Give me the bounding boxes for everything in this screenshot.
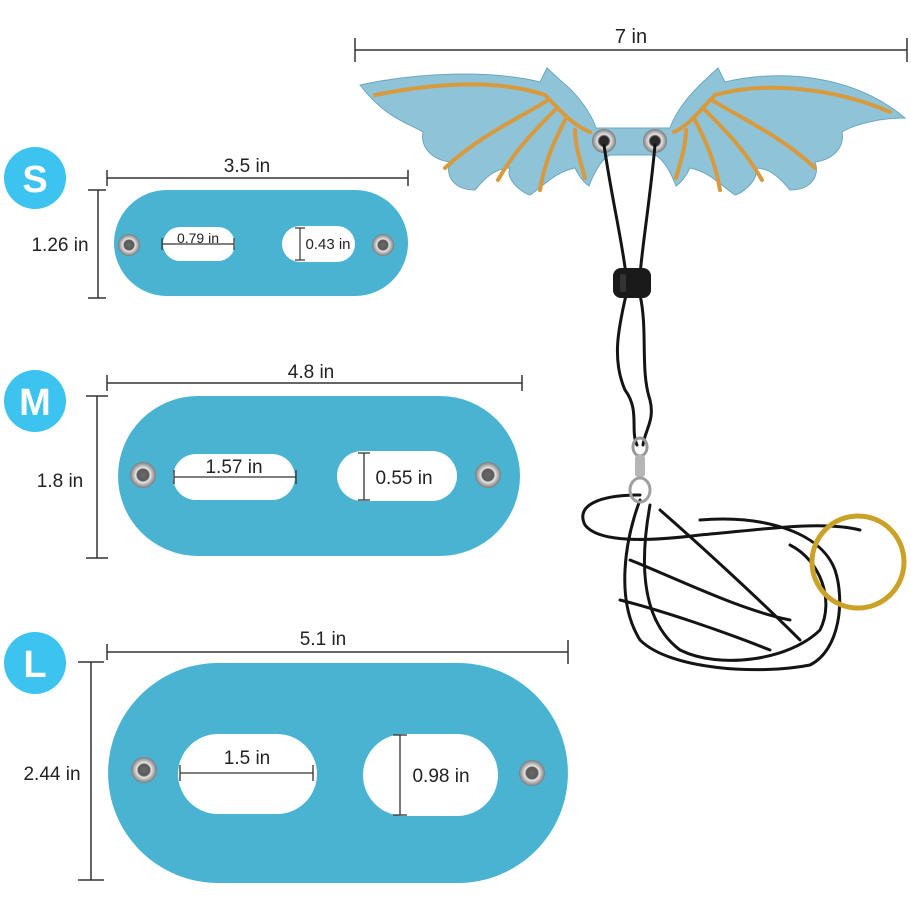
size-m-badge bbox=[4, 370, 66, 432]
bat-wing bbox=[359, 67, 907, 196]
size-l-badge-letter: L bbox=[23, 644, 46, 686]
size-s-badge-letter: S bbox=[22, 159, 47, 201]
size-m-hole-width-label: 1.57 in bbox=[205, 457, 262, 478]
size-l-grommet-left bbox=[131, 757, 157, 783]
wing-gold-veins bbox=[373, 82, 892, 192]
wing-width-dimension: 7 in bbox=[354, 26, 908, 62]
size-l-height-label: 2.44 in bbox=[23, 764, 80, 785]
size-l-badge bbox=[4, 632, 66, 694]
size-s-hole-width-label: 0.79 in bbox=[177, 230, 219, 246]
size-l-hole-height-label: 0.98 in bbox=[412, 766, 469, 787]
size-s-strap bbox=[114, 190, 408, 296]
size-l-strap bbox=[108, 663, 568, 883]
size-m-grommet-right bbox=[475, 462, 501, 488]
size-m-width-label: 4.8 in bbox=[288, 362, 334, 383]
wing-shape bbox=[359, 67, 907, 196]
size-s-harness: S 3.5 in 1.26 in 0.79 in 0.43 in bbox=[4, 147, 409, 299]
wing-width-label: 7 in bbox=[615, 26, 647, 48]
size-m-hole-height-label: 0.55 in bbox=[375, 468, 432, 489]
elastic-leash bbox=[581, 143, 862, 672]
size-m-harness: M 4.8 in 1.8 in 1.57 in 0.55 in bbox=[4, 362, 523, 559]
size-l-hole-width-label: 1.5 in bbox=[224, 748, 270, 769]
size-l-grommet-right bbox=[519, 760, 545, 786]
size-m-strap bbox=[118, 396, 520, 556]
size-m-height-label: 1.8 in bbox=[37, 471, 83, 492]
size-s-width-label: 3.5 in bbox=[224, 156, 270, 177]
size-s-badge bbox=[4, 147, 66, 209]
size-s-grommet-right bbox=[372, 234, 394, 256]
size-m-badge-letter: M bbox=[19, 382, 51, 424]
size-s-height-label: 1.26 in bbox=[31, 235, 88, 256]
size-l-width-label: 5.1 in bbox=[300, 629, 346, 650]
size-l-harness: L 5.1 in 2.44 in 1.5 in 0.98 in bbox=[4, 629, 569, 883]
cord-stopper bbox=[613, 268, 651, 298]
size-s-grommet-left bbox=[118, 234, 140, 256]
gold-key-ring bbox=[809, 513, 907, 611]
swivel-clip bbox=[628, 436, 652, 504]
size-s-hole-height-label: 0.43 in bbox=[305, 236, 350, 253]
size-m-grommet-left bbox=[130, 462, 156, 488]
